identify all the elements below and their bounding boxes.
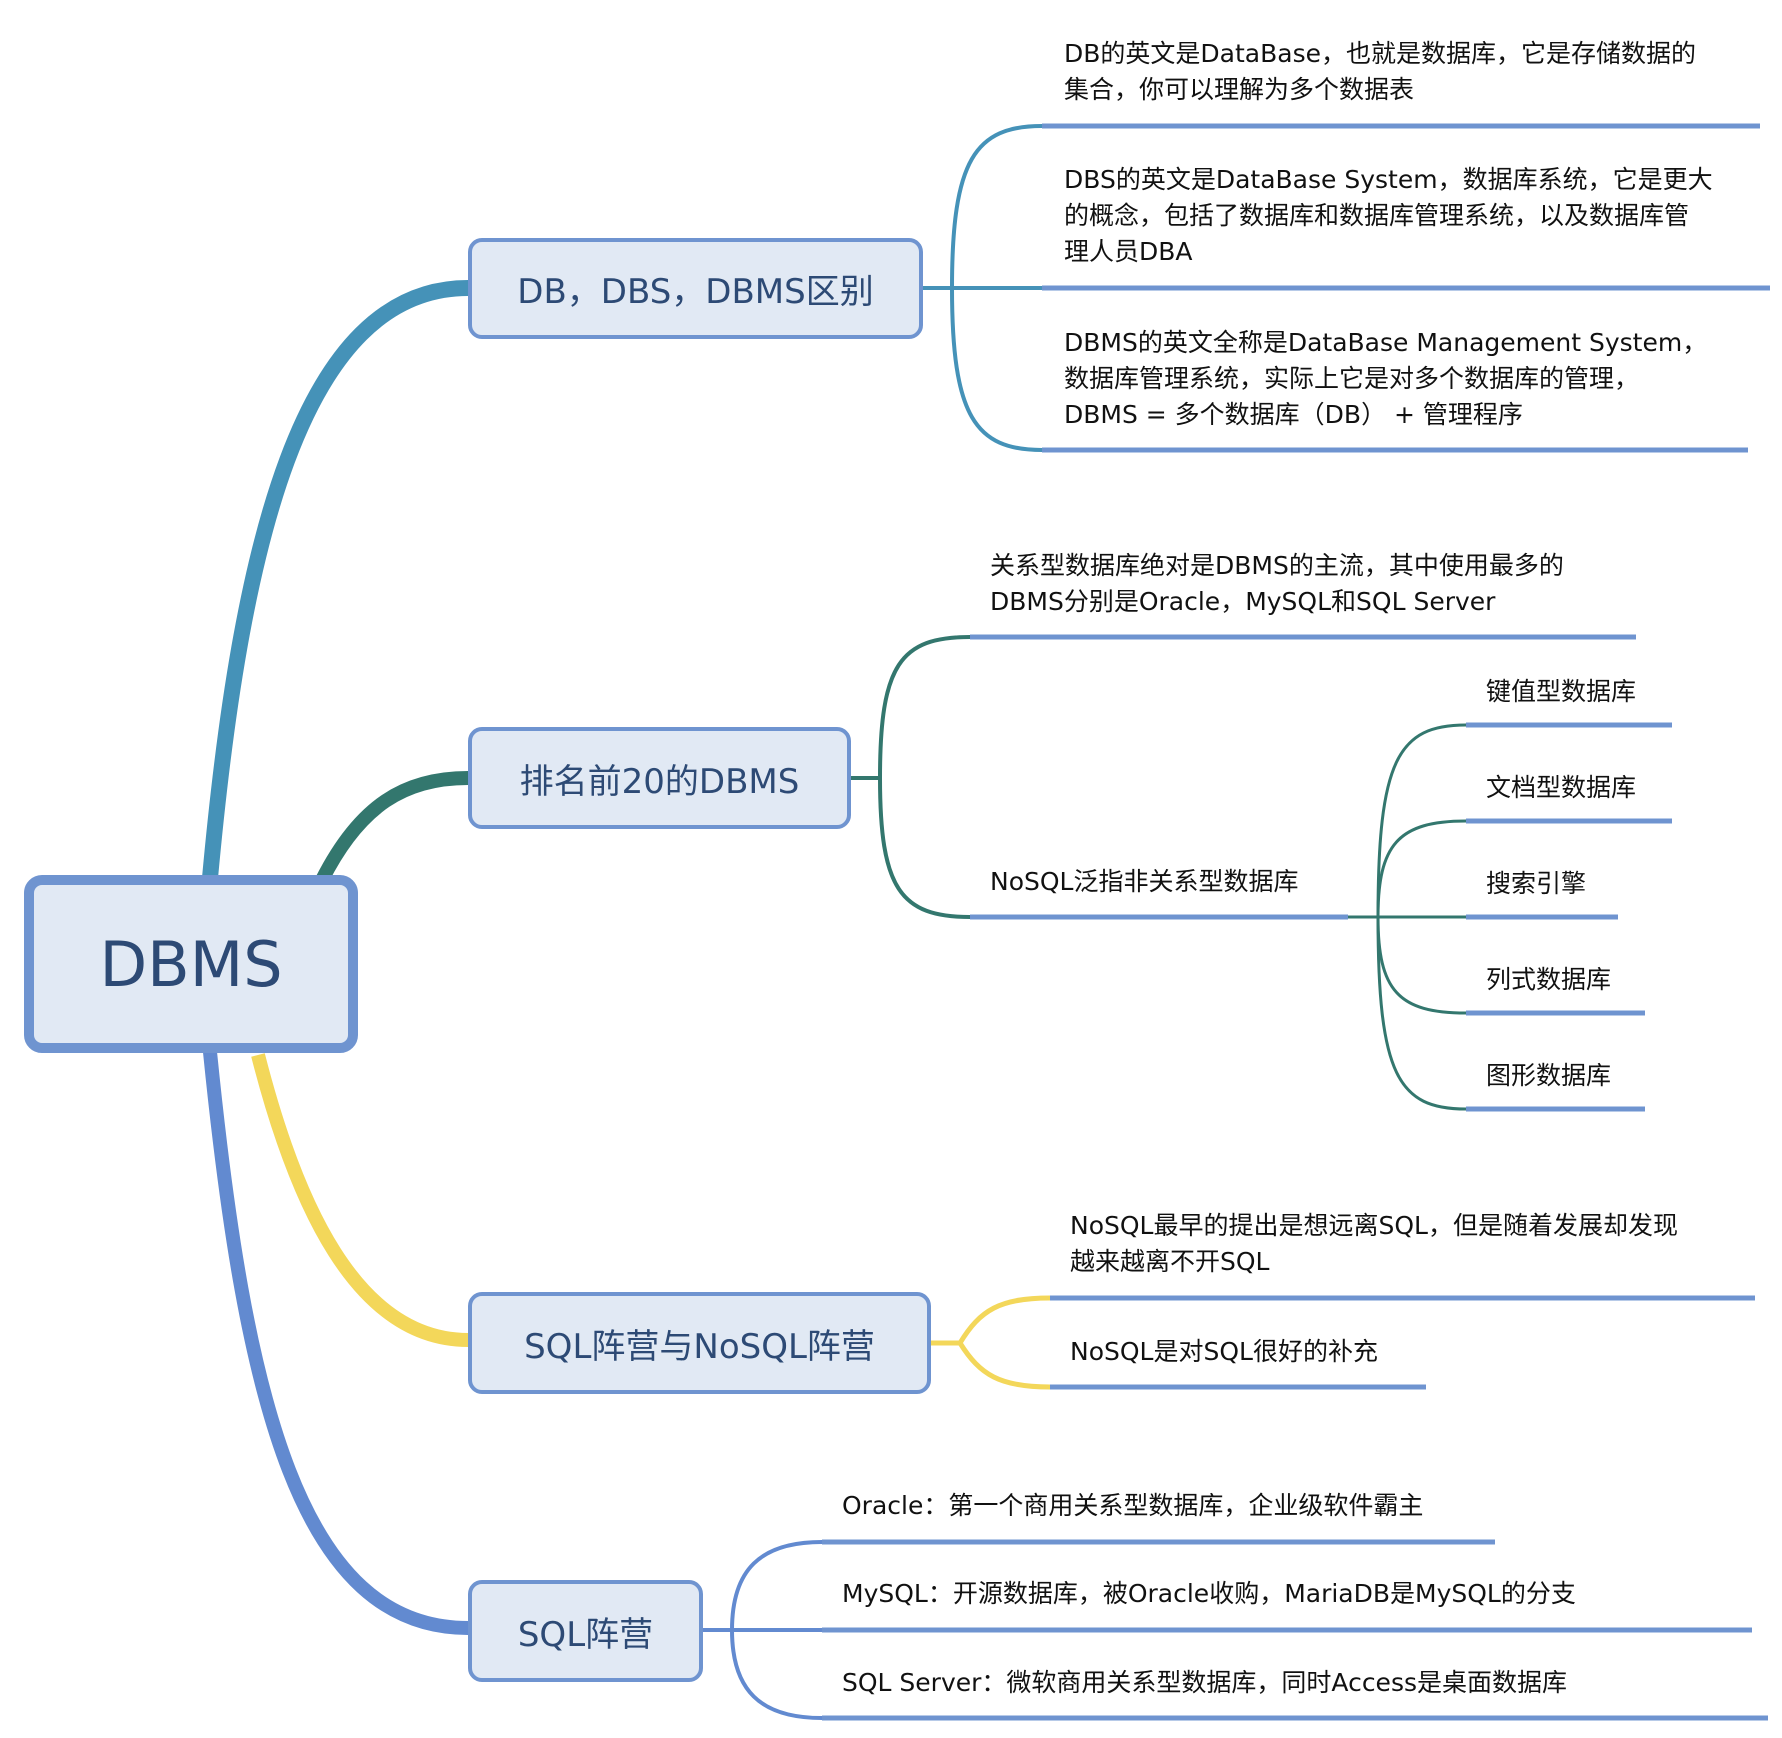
edge-b3-i1 — [957, 1295, 1051, 1345]
leaf-line: 数据库管理系统，实际上它是对多个数据库的管理， — [1064, 364, 1640, 393]
leaf-dbms-definition[interactable]: DBMS的英文全称是DataBase Management System， 数据… — [1064, 325, 1707, 433]
branch-node-top20[interactable]: 排名前20的DBMS — [468, 727, 851, 829]
leaf-search-engine[interactable]: 搜索引擎 — [1486, 866, 1586, 902]
leaf-line: DBMS分别是Oracle，MySQL和SQL Server — [990, 587, 1496, 616]
edge-b4-i1 — [730, 1540, 823, 1631]
leaf-graph-db[interactable]: 图形数据库 — [1486, 1058, 1611, 1094]
leaf-dbs-definition[interactable]: DBS的英文是DataBase System，数据库系统，它是更大 的概念，包括… — [1064, 162, 1713, 270]
edge-nosql-c4 — [1376, 916, 1467, 1015]
leaf-line: 文档型数据库 — [1486, 773, 1637, 802]
edge-b2-i1 — [878, 635, 971, 779]
leaf-db-definition[interactable]: DB的英文是DataBase，也就是数据库，它是存储数据的 集合，你可以理解为多… — [1064, 36, 1696, 108]
edge-root-b4 — [203, 1045, 475, 1635]
leaf-relational-mainstream[interactable]: 关系型数据库绝对是DBMS的主流，其中使用最多的 DBMS分别是Oracle，M… — [990, 548, 1564, 620]
leaf-oracle[interactable]: Oracle：第一个商用关系型数据库，企业级软件霸主 — [842, 1488, 1423, 1524]
leaf-line: MySQL：开源数据库，被Oracle收购，MariaDB是MySQL的分支 — [842, 1579, 1576, 1608]
leaf-nosql-origin[interactable]: NoSQL最早的提出是想远离SQL，但是随着发展却发现 越来越离不开SQL — [1070, 1208, 1678, 1280]
branch-node-sql-camp[interactable]: SQL阵营 — [468, 1580, 703, 1682]
edge-root-b2 — [315, 771, 469, 884]
leaf-line: 越来越离不开SQL — [1070, 1247, 1270, 1276]
edge-b3-i2 — [957, 1341, 1051, 1390]
leaf-line: 理人员DBA — [1064, 237, 1193, 266]
leaf-line: NoSQL最早的提出是想远离SQL，但是随着发展却发现 — [1070, 1211, 1678, 1240]
leaf-line: 关系型数据库绝对是DBMS的主流，其中使用最多的 — [990, 551, 1564, 580]
branch-label: 排名前20的DBMS — [519, 761, 800, 802]
root-node[interactable]: DBMS — [24, 875, 358, 1053]
leaf-line: DB的英文是DataBase，也就是数据库，它是存储数据的 — [1064, 39, 1696, 68]
leaf-line: 列式数据库 — [1486, 965, 1612, 994]
leaf-line: NoSQL泛指非关系型数据库 — [990, 867, 1299, 896]
leaf-sql-server[interactable]: SQL Server：微软商用关系型数据库，同时Access是桌面数据库 — [842, 1665, 1567, 1701]
leaf-line: Oracle：第一个商用关系型数据库，企业级软件霸主 — [842, 1491, 1424, 1520]
edge-b4-i3 — [730, 1629, 823, 1720]
edge-root-b1 — [202, 280, 476, 886]
edge-b1-i3 — [950, 287, 1043, 452]
leaf-line: 的概念，包括了数据库和数据库管理系统，以及数据库管 — [1064, 201, 1690, 230]
edge-b1-i1 — [950, 124, 1043, 289]
leaf-document-db[interactable]: 文档型数据库 — [1486, 770, 1636, 806]
leaf-columnar-db[interactable]: 列式数据库 — [1486, 962, 1611, 998]
branch-label: DB，DBS，DBMS区别 — [517, 272, 874, 312]
leaf-line: 集合，你可以理解为多个数据表 — [1064, 75, 1415, 104]
leaf-line: DBMS的英文全称是DataBase Management System， — [1064, 328, 1708, 357]
leaf-line: SQL Server：微软商用关系型数据库，同时Access是桌面数据库 — [842, 1668, 1567, 1697]
leaf-line: 搜索引擎 — [1486, 869, 1587, 898]
leaf-mysql[interactable]: MySQL：开源数据库，被Oracle收购，MariaDB是MySQL的分支 — [842, 1576, 1576, 1612]
edge-b2-i2 — [878, 777, 971, 919]
branch-label: SQL阵营与NoSQL阵营 — [524, 1326, 875, 1367]
leaf-nosql[interactable]: NoSQL泛指非关系型数据库 — [990, 864, 1298, 900]
leaf-nosql-complement[interactable]: NoSQL是对SQL很好的补充 — [1070, 1334, 1378, 1370]
leaf-line: NoSQL是对SQL很好的补充 — [1070, 1337, 1378, 1366]
edge-nosql-c5 — [1376, 916, 1467, 1111]
leaf-line: 键值型数据库 — [1486, 677, 1637, 706]
branch-label: SQL阵营 — [517, 1614, 654, 1655]
edge-nosql-c1 — [1376, 723, 1467, 918]
branch-node-sql-vs-nosql[interactable]: SQL阵营与NoSQL阵营 — [468, 1292, 931, 1394]
leaf-key-value-db[interactable]: 键值型数据库 — [1486, 674, 1636, 710]
root-label: DBMS — [99, 927, 283, 1001]
branch-node-differences[interactable]: DB，DBS，DBMS区别 — [468, 238, 923, 339]
leaf-line: DBS的英文是DataBase System，数据库系统，它是更大 — [1064, 165, 1713, 194]
edge-root-b3 — [251, 1053, 469, 1347]
leaf-line: 图形数据库 — [1486, 1061, 1612, 1090]
leaf-line: DBMS = 多个数据库（DB） + 管理程序 — [1064, 400, 1523, 429]
edge-nosql-c2 — [1376, 819, 1467, 918]
